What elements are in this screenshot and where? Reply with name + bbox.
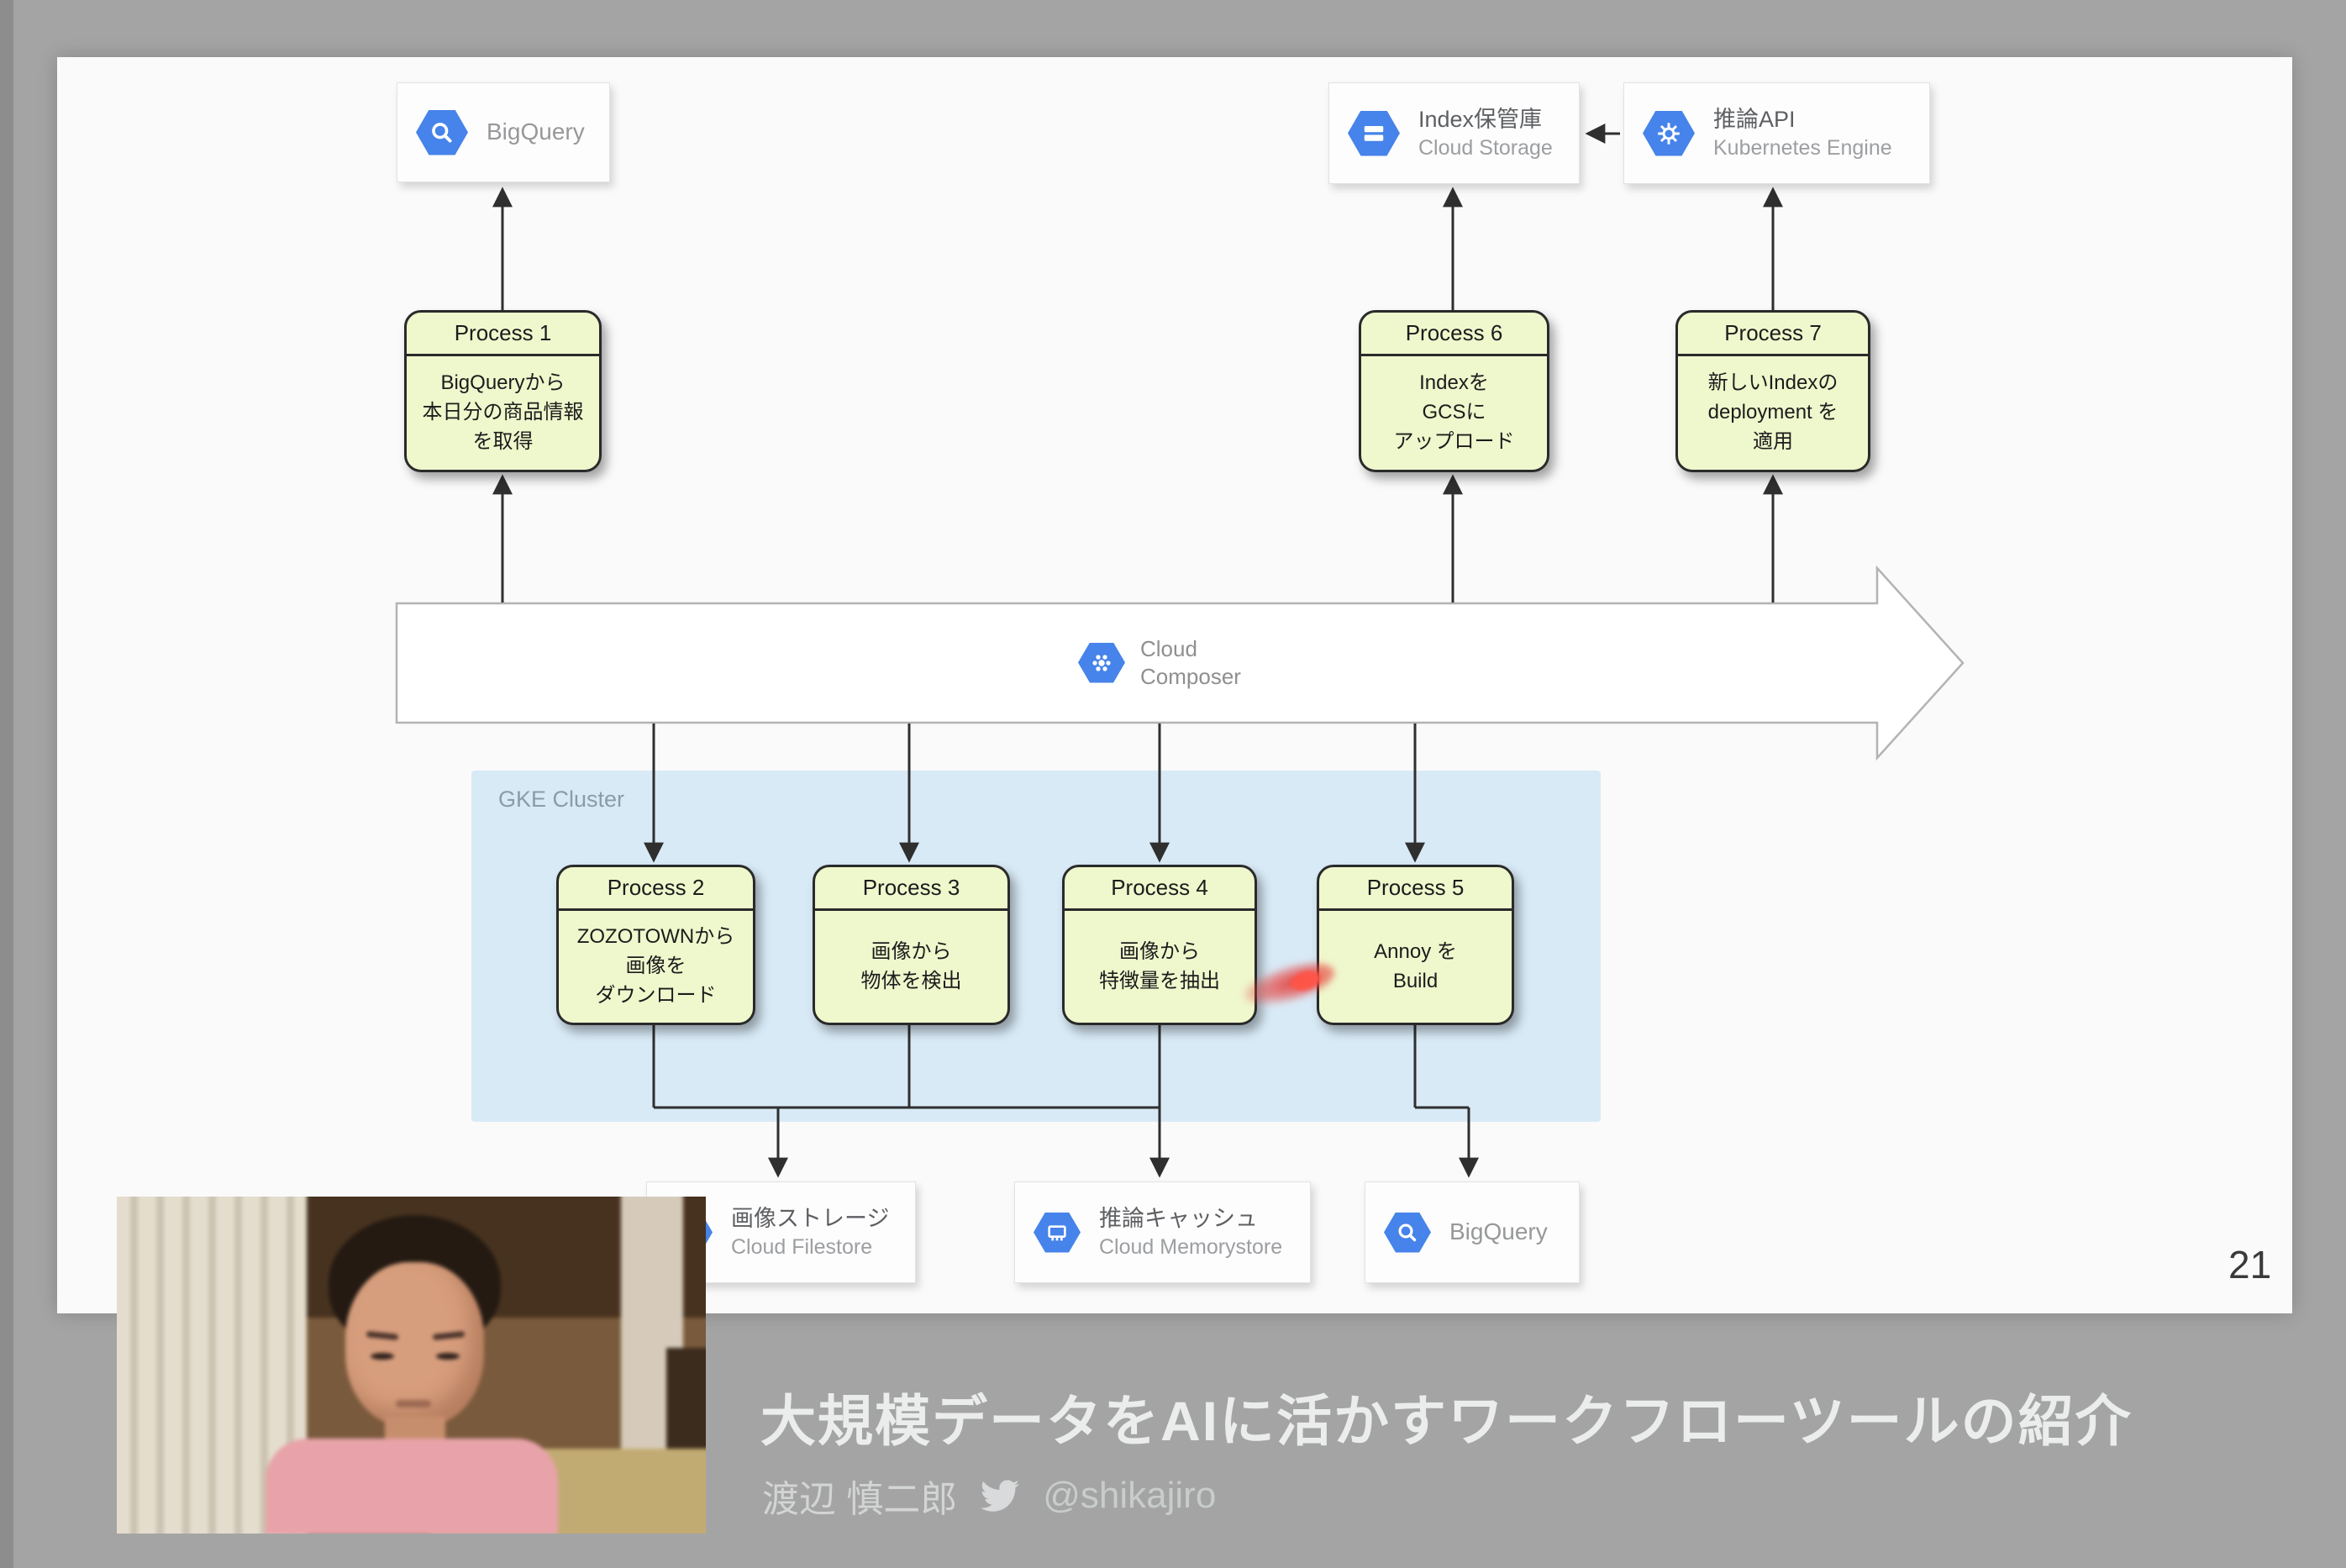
process-text: 特徴量を抽出 (1099, 969, 1220, 992)
service-bigquery-bottom: BigQuery (1365, 1181, 1580, 1283)
service-name: 推論API (1713, 106, 1796, 132)
process-text: 本日分の商品情報 (422, 401, 584, 424)
screen-edge (0, 0, 13, 1568)
process-2: Process 2 ZOZOTOWNから 画像を ダウンロード (556, 865, 755, 1025)
bigquery-icon (416, 109, 468, 155)
twitter-icon (981, 1476, 1020, 1515)
process-4: Process 4 画像から 特徴量を抽出 (1062, 865, 1257, 1025)
service-name: BigQuery (487, 118, 585, 145)
process-text: 画像から (1119, 939, 1200, 963)
page-number: 21 (2228, 1243, 2272, 1286)
process-title: Process 5 (1319, 867, 1512, 911)
process-title: Process 3 (815, 867, 1007, 911)
process-title: Process 6 (1361, 313, 1547, 356)
process-text: を取得 (472, 429, 534, 453)
service-product: Kubernetes Engine (1713, 135, 1892, 160)
process-text: Build (1392, 969, 1439, 992)
service-bigquery-top: BigQuery (397, 82, 610, 182)
process-title: Process 4 (1065, 867, 1255, 911)
composer-name: Cloud (1140, 636, 1197, 661)
service-inference-api: 推論API Kubernetes Engine (1623, 82, 1930, 184)
cloud-composer-icon (1078, 642, 1125, 683)
cloud-storage-icon (1348, 110, 1400, 156)
process-text: アップロード (1393, 429, 1515, 453)
cloud-composer-label: Cloud Composer (1078, 635, 1241, 690)
webcam-shirt (266, 1439, 558, 1534)
process-text: ZOZOTOWNから (576, 925, 735, 949)
process-3: Process 3 画像から 物体を検出 (813, 865, 1010, 1025)
process-text: 新しいIndexの (1707, 371, 1838, 395)
webcam-video (117, 1197, 706, 1534)
process-text: 適用 (1753, 429, 1793, 453)
service-name: BigQuery (1449, 1218, 1548, 1245)
service-name: 推論キャッシュ (1099, 1205, 1258, 1231)
kubernetes-engine-icon (1643, 110, 1695, 156)
bigquery-icon (1384, 1212, 1431, 1253)
composer-product: Composer (1140, 663, 1241, 689)
service-product: Cloud Filestore (731, 1234, 873, 1259)
service-index-storage: Index保管庫 Cloud Storage (1328, 82, 1580, 184)
service-product: Cloud Storage (1418, 135, 1553, 160)
webcam-overlay (117, 1197, 706, 1534)
process-text: deployment を (1707, 401, 1838, 424)
process-text: 画像から (871, 939, 952, 963)
service-name: 画像ストレージ (731, 1205, 890, 1231)
cloud-memorystore-icon (1034, 1212, 1081, 1253)
process-text: BigQueryから (440, 371, 565, 395)
twitter-handle: @shikajiro (1043, 1475, 1217, 1516)
video-title: 大規模データをAIに活かすワークフローツールの紹介 (760, 1390, 2133, 1452)
process-text: ダウンロード (595, 983, 717, 1007)
gke-cluster-label: GKE Cluster (498, 787, 625, 812)
process-text: 画像を (625, 955, 686, 978)
webcam-face (345, 1262, 484, 1427)
service-name: Index保管庫 (1418, 106, 1543, 132)
process-6: Process 6 Indexを GCSに アップロード (1359, 310, 1549, 472)
presenter-name: 渡辺 慎二郎 (762, 1479, 958, 1520)
process-title: Process 2 (559, 867, 753, 911)
process-text: Annoy を (1374, 939, 1457, 963)
process-title: Process 1 (407, 313, 599, 356)
process-7: Process 7 新しいIndexの deployment を 適用 (1675, 310, 1870, 472)
service-memorystore: 推論キャッシュ Cloud Memorystore (1014, 1181, 1311, 1283)
process-text: Indexを (1419, 371, 1489, 395)
service-product: Cloud Memorystore (1099, 1234, 1283, 1259)
presenter-row: 渡辺 慎二郎 @shikajiro (762, 1469, 1216, 1523)
process-1: Process 1 BigQueryから 本日分の商品情報 を取得 (404, 310, 602, 472)
process-text: 物体を検出 (860, 969, 962, 992)
process-5: Process 5 Annoy を Build (1317, 865, 1514, 1025)
process-text: GCSに (1422, 401, 1486, 424)
process-title: Process 7 (1678, 313, 1868, 356)
